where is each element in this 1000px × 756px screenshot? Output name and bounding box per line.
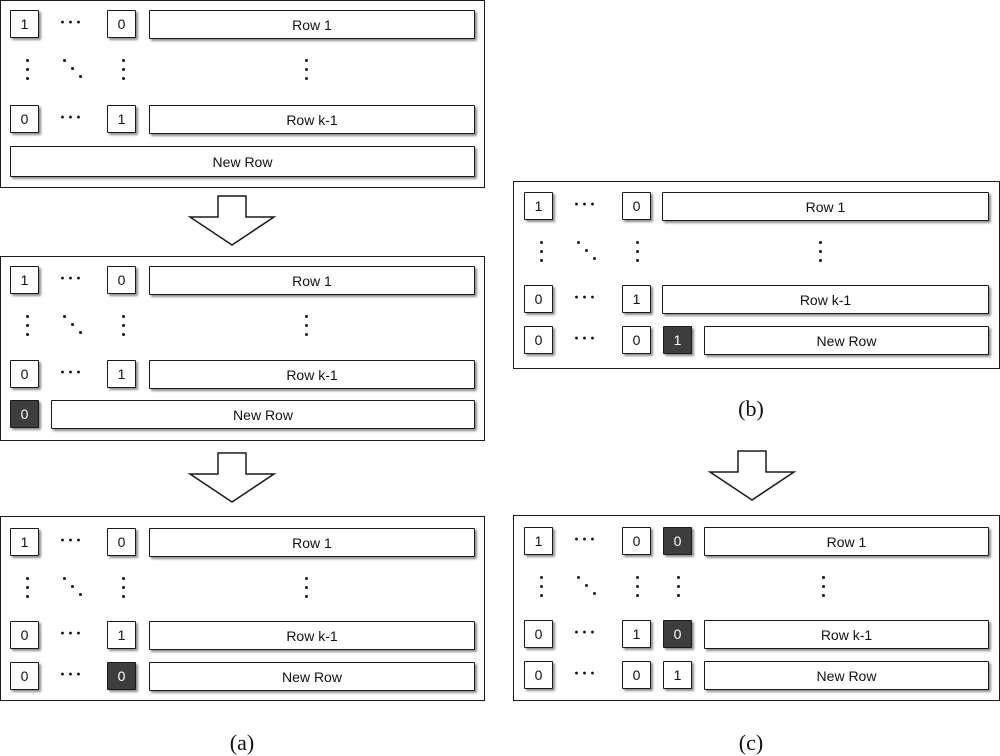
bit-rk-c1: 0 — [524, 620, 553, 648]
bit-rk-ck: 1 — [622, 620, 651, 648]
row-1: Row 1 — [149, 266, 475, 295]
new-row: New Row — [704, 326, 989, 355]
bit-r1-c1: 1 — [10, 266, 39, 294]
bit-r1-ck: 0 — [622, 192, 651, 220]
hdots: ··· — [59, 361, 83, 386]
down-arrow-icon — [187, 452, 277, 503]
hdots: ··· — [573, 662, 597, 687]
down-arrow-icon — [707, 450, 797, 501]
bit-rk-ck: 1 — [107, 621, 136, 649]
hdots: ··· — [573, 286, 597, 311]
row-1: Row 1 — [704, 527, 989, 556]
hdots: ··· — [59, 106, 83, 131]
bit-r1-ck: 0 — [107, 528, 136, 556]
hdots: ··· — [59, 622, 83, 647]
row-1: Row 1 — [149, 10, 475, 39]
bit-rk-ck: 1 — [622, 285, 651, 313]
bit-rk-c1: 0 — [10, 105, 39, 133]
panel-a-step2: 1 ··· 0 Row 1 0 ··· 1 Row k-1 0 New Row — [0, 256, 485, 441]
hdots: ··· — [59, 663, 83, 688]
bit-r1-c1: 1 — [10, 10, 39, 38]
hdots: ··· — [59, 267, 83, 292]
row-k-minus-1: Row k-1 — [662, 285, 989, 314]
hdots: ··· — [573, 327, 597, 352]
row-1: Row 1 — [149, 528, 475, 557]
new-bit-highlighted: 1 — [663, 326, 692, 354]
bit-rk-c1: 0 — [524, 285, 553, 313]
panel-c: 1 ··· 0 0 Row 1 0 ··· 1 0 Row k-1 0 ··· … — [513, 515, 1000, 701]
down-arrow-icon — [187, 195, 277, 246]
bit-rk-ck: 1 — [107, 105, 136, 133]
new-row: New Row — [10, 146, 475, 177]
bit-r1-c1: 1 — [10, 528, 39, 556]
appended-bit-rk-highlighted: 0 — [663, 620, 692, 648]
hdots: ··· — [573, 528, 597, 553]
row-k-minus-1: Row k-1 — [149, 360, 475, 389]
row-k-minus-1: Row k-1 — [149, 621, 475, 650]
new-row-bit-new: 1 — [663, 661, 692, 689]
new-row-bit-c1: 0 — [10, 662, 39, 690]
panel-b: 1 ··· 0 Row 1 0 ··· 1 Row k-1 0 ··· 0 1 … — [513, 181, 1000, 369]
row-k-minus-1: Row k-1 — [149, 105, 475, 134]
caption-c: (c) — [738, 730, 764, 755]
new-row: New Row — [704, 661, 989, 690]
hdots: ··· — [59, 11, 83, 36]
bit-rk-c1: 0 — [10, 621, 39, 649]
caption-a: (a) — [229, 730, 255, 755]
bit-r1-ck: 0 — [622, 527, 651, 555]
new-row-bit-c1: 0 — [524, 661, 553, 689]
caption-b: (b) — [738, 396, 764, 421]
new-row: New Row — [51, 400, 475, 429]
new-row-bit-highlighted: 0 — [107, 662, 136, 690]
bit-r1-ck: 0 — [107, 266, 136, 294]
row-1: Row 1 — [662, 192, 989, 221]
bit-rk-ck: 1 — [107, 360, 136, 388]
hdots: ··· — [573, 193, 597, 218]
panel-a-step1: 1 ··· 0 Row 1 0 ··· 1 Row k-1 New Row — [0, 0, 485, 188]
bit-r1-c1: 1 — [524, 192, 553, 220]
hdots: ··· — [573, 621, 597, 646]
bit-rk-c1: 0 — [10, 360, 39, 388]
panel-a-step3: 1 ··· 0 Row 1 0 ··· 1 Row k-1 0 ··· 0 Ne… — [0, 516, 485, 701]
new-row-bit-c1: 0 — [524, 326, 553, 354]
bit-r1-ck: 0 — [107, 10, 136, 38]
bit-r1-c1: 1 — [524, 527, 553, 555]
new-row-bit-ck: 0 — [622, 661, 651, 689]
appended-bit-r1-highlighted: 0 — [663, 527, 692, 555]
row-k-minus-1: Row k-1 — [704, 620, 989, 649]
new-bit-highlighted: 0 — [10, 400, 39, 428]
new-row: New Row — [149, 662, 475, 691]
new-row-bit-ck: 0 — [622, 326, 651, 354]
hdots: ··· — [59, 529, 83, 554]
